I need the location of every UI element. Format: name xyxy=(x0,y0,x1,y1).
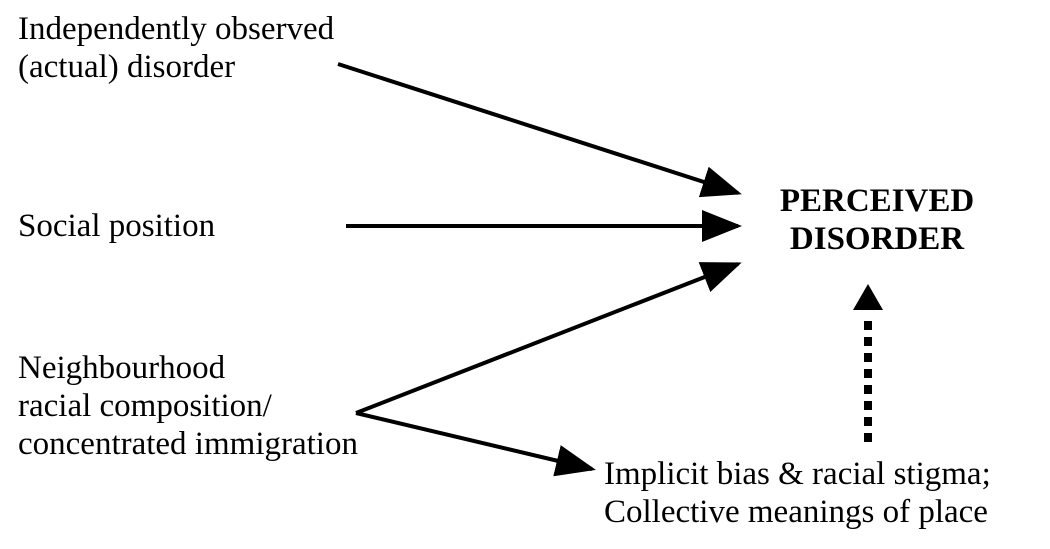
implicit-bias-line-2: Collective meanings of place xyxy=(604,494,988,530)
implicit-bias-line-1: Implicit bias & racial stigma; xyxy=(604,456,991,492)
perceived-disorder-line-2: DISORDER xyxy=(789,221,965,257)
neighbourhood-label: Neighbourhood racial composition/ concen… xyxy=(18,349,358,463)
arrow-neighbourhood-to-implicit-bias xyxy=(355,411,596,477)
implicit-bias-label: Implicit bias & racial stigma; Collectiv… xyxy=(604,455,991,531)
arrow-neighbourhood-to-perceived xyxy=(355,262,742,415)
neighbourhood-line-1: Neighbourhood xyxy=(18,350,226,386)
social-position-label: Social position xyxy=(18,207,215,245)
observed-disorder-line-2: (actual) disorder xyxy=(18,49,236,85)
observed-disorder-label: Independently observed (actual) disorder xyxy=(18,10,334,86)
dotted-arrowhead xyxy=(853,284,883,310)
perceived-disorder-line-1: PERCEIVED xyxy=(779,183,975,219)
arrow-observed-to-perceived xyxy=(337,62,742,198)
social-position-line-1: Social position xyxy=(18,208,216,244)
perceived-disorder-label: PERCEIVED DISORDER xyxy=(752,182,1002,258)
neighbourhood-line-2: racial composition/ xyxy=(18,388,272,424)
observed-disorder-line-1: Independently observed xyxy=(18,11,335,47)
neighbourhood-line-3: concentrated immigration xyxy=(18,426,358,462)
